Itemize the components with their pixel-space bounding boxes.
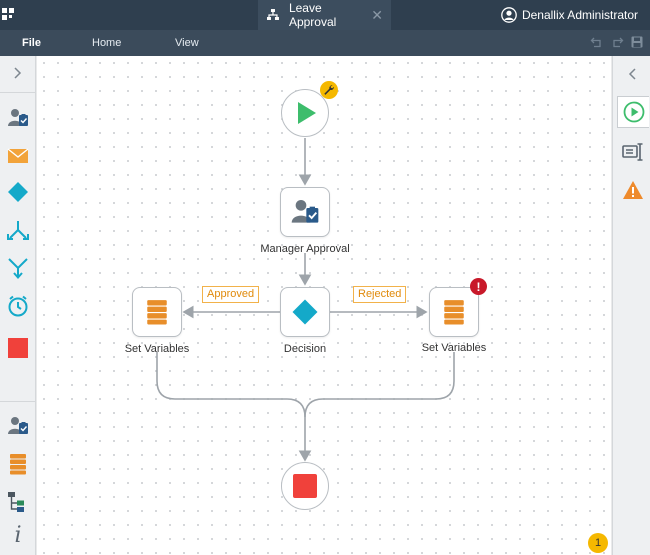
toolbox-divider: [0, 92, 36, 93]
user-task-icon: [291, 200, 319, 223]
title-bar: Leave Approval ✕ Denallix Administrator: [0, 0, 650, 30]
user-avatar-icon: [501, 7, 517, 23]
manager-approval-node[interactable]: [280, 187, 330, 237]
menu-bar: File Home View: [0, 30, 650, 56]
properties-button[interactable]: [617, 136, 649, 168]
configure-badge[interactable]: [320, 81, 338, 99]
set-variables-approved-label: Set Variables: [124, 343, 190, 355]
decision-node[interactable]: [280, 287, 330, 337]
expand-panel-icon[interactable]: [624, 65, 640, 83]
run-button[interactable]: [617, 96, 649, 128]
set-variables-approved-node[interactable]: [132, 287, 182, 337]
decision-icon: [292, 299, 318, 325]
redo-icon[interactable]: [610, 35, 624, 49]
menu-view[interactable]: View: [175, 37, 199, 49]
document-tab[interactable]: Leave Approval ✕: [258, 0, 391, 30]
variables-icon: [147, 300, 167, 325]
set-variables-rejected-label: Set Variables: [421, 342, 487, 354]
email-icon[interactable]: [6, 144, 30, 168]
menu-file[interactable]: File: [22, 37, 41, 49]
undo-icon[interactable]: [590, 35, 604, 49]
close-tab-icon[interactable]: ✕: [371, 6, 383, 23]
connector-lines: [156, 138, 455, 462]
rejected-link-label[interactable]: Rejected: [353, 286, 407, 303]
run-icon: [623, 101, 644, 123]
workflow-canvas[interactable]: Manager Approval Decision Set Variables …: [37, 56, 611, 555]
properties-icon: [622, 143, 643, 161]
info-icon[interactable]: i: [14, 523, 22, 548]
play-icon: [298, 102, 316, 124]
user-task-icon[interactable]: [6, 414, 30, 438]
tab-title: Leave Approval: [288, 1, 337, 29]
expand-toolbox-icon[interactable]: [8, 64, 26, 82]
user-task-icon[interactable]: [6, 106, 30, 130]
toolbox-panel: i: [0, 56, 36, 555]
quick-actions: [590, 35, 644, 49]
set-variables-rejected-node[interactable]: [429, 287, 479, 337]
approved-link-label[interactable]: Approved: [202, 286, 260, 303]
error-badge[interactable]: !: [470, 278, 487, 295]
save-icon[interactable]: [630, 35, 644, 49]
timer-icon[interactable]: [6, 294, 30, 318]
wrench-icon: [324, 85, 335, 95]
toolbox-divider: [0, 401, 36, 402]
right-panel: [612, 56, 650, 555]
workflow-tree-icon[interactable]: [6, 490, 30, 514]
notification-badge[interactable]: 1: [588, 533, 608, 553]
start-node[interactable]: [281, 89, 329, 137]
warning-icon: [623, 181, 643, 199]
user-name: Denallix Administrator: [521, 8, 638, 22]
decision-label: Decision: [283, 343, 327, 355]
warnings-button[interactable]: [617, 174, 649, 206]
variables-icon: [444, 300, 464, 325]
menu-home[interactable]: Home: [92, 37, 122, 49]
manager-approval-label: Manager Approval: [260, 243, 350, 255]
app-logo-icon[interactable]: [0, 5, 18, 23]
stop-icon[interactable]: [6, 336, 30, 360]
stop-icon: [293, 474, 317, 498]
stop-node[interactable]: [281, 462, 329, 510]
decision-icon[interactable]: [6, 180, 30, 204]
user-menu[interactable]: Denallix Administrator: [501, 0, 638, 30]
split-icon[interactable]: [6, 218, 30, 242]
merge-icon[interactable]: [6, 256, 30, 280]
workflow-icon: [266, 9, 279, 20]
variables-icon[interactable]: [6, 452, 30, 476]
